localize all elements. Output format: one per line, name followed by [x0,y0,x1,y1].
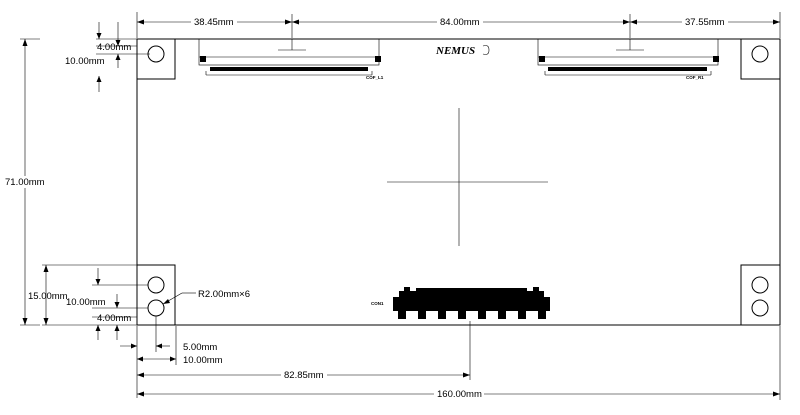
dim-height-label: 71.00mm [5,177,45,188]
nemus-logo: NEMUS [435,45,475,57]
dim-width: 160.00mm [137,326,781,400]
mounting-pad-top-right [740,38,781,80]
mounting-pad-top-left [136,38,176,80]
dim-connector-offset: 82.85mm [137,321,471,381]
dim-82-label: 82.85mm [284,370,324,381]
dim-hole-4-label: 4.00mm [97,42,131,53]
mounting-pad-bottom-right [740,264,781,326]
dim-radius: R2.00mm×6 [162,289,250,305]
dim-radius-label: R2.00mm×6 [198,289,250,300]
cof-connector-left: COF_L1 [198,38,384,80]
cof-connector-right: COF_R1 [537,38,719,80]
dim-height: 71.00mm [3,38,47,326]
connector-label: CON1 [371,301,384,306]
mounting-hole [751,45,769,63]
dim-bottom-hole: 15.00mm 10.00mm 4.00mm [28,264,148,340]
dim-bottom-10-label: 10.00mm [66,297,106,308]
dim-x-5-label: 5.00mm [183,342,217,353]
dim-top-hole: 4.00mm 10.00mm [65,22,150,92]
board-outline [136,38,781,326]
mounting-hole [751,276,769,294]
dim-hole-10-label: 10.00mm [65,56,105,67]
dim-top-mid-label: 84.00mm [440,17,480,28]
dim-x-10-label: 10.00mm [183,355,223,366]
cof-right-label: COF_R1 [686,75,704,80]
dim-top-left-label: 38.45mm [194,17,234,28]
dim-bottom-15-label: 15.00mm [28,291,68,302]
bottom-connector: CON1 [371,287,550,319]
dim-width-label: 160.00mm [437,389,482,400]
dim-bottom-4-label: 4.00mm [97,313,131,324]
cof-left-label: COF_L1 [366,75,384,80]
mounting-hole [147,276,165,294]
logo-swirl-icon [482,45,490,55]
dim-top: 38.45mm 84.00mm 37.55mm [136,12,781,38]
mounting-hole [147,45,165,63]
dim-top-right-label: 37.55mm [685,17,725,28]
mounting-hole [751,299,769,317]
dim-bottom-x: 5.00mm 10.00mm [120,316,223,398]
mounting-hole [147,299,165,317]
